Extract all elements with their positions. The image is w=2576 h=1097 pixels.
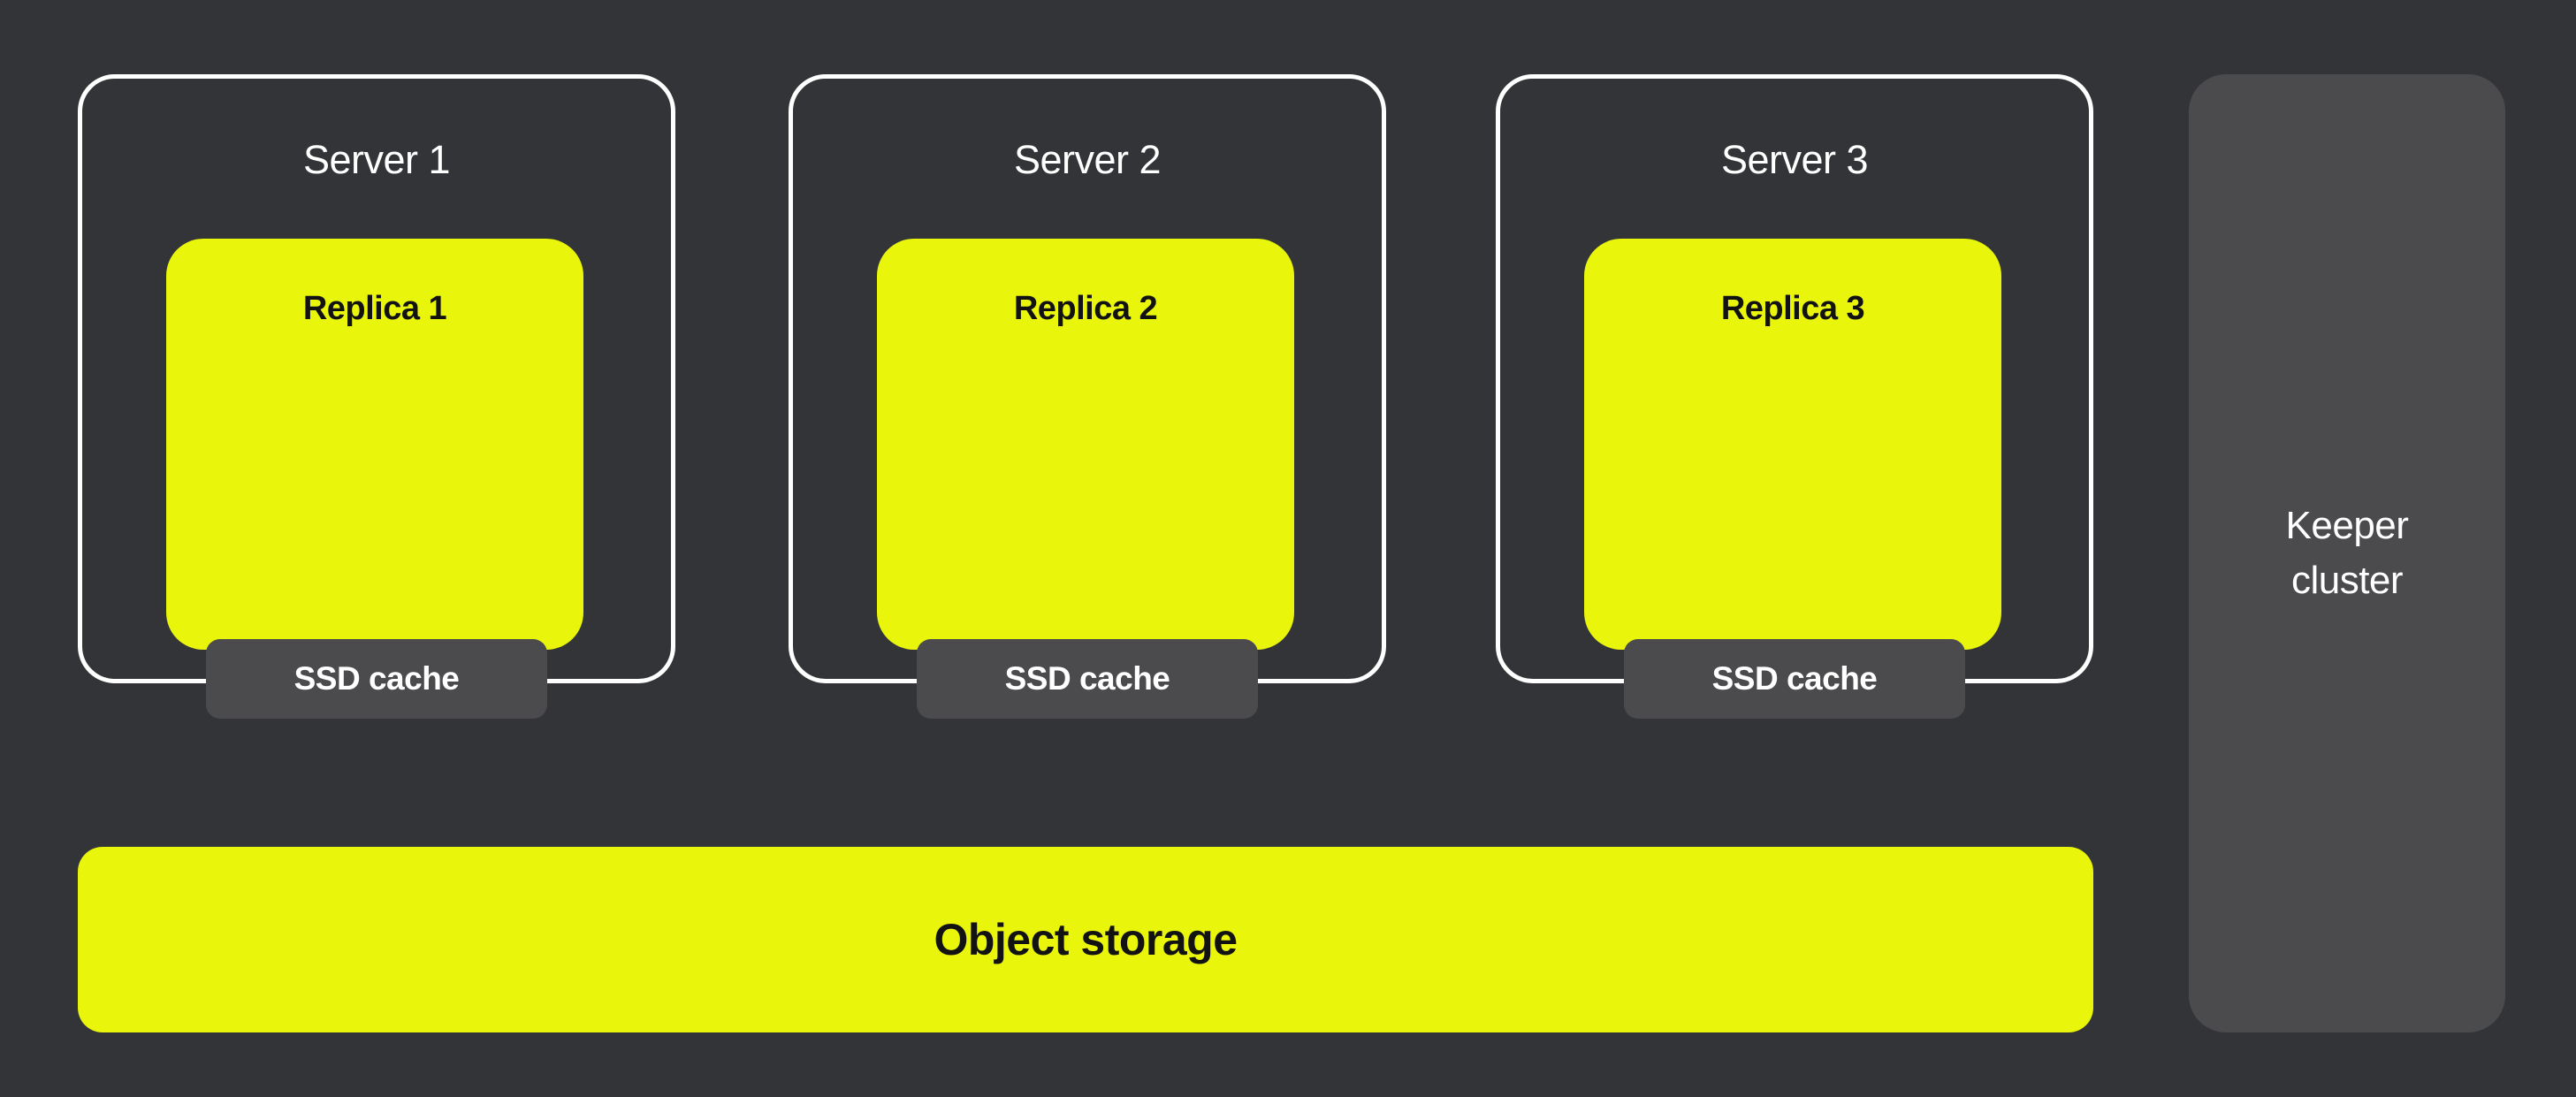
server-3-label: Server 3 — [1720, 137, 1869, 182]
replica-3-box: Replica 3 — [1584, 239, 2001, 650]
object-storage-bar: Object storage — [78, 847, 2093, 1032]
ssd-cache-3-pill: SSD cache — [1624, 639, 1965, 719]
server-2-label: Server 2 — [1013, 137, 1162, 182]
object-storage-label: Object storage — [934, 915, 1238, 964]
replica-3-label: Replica 3 — [1720, 290, 1865, 327]
keeper-cluster-box: Keeper cluster — [2189, 74, 2505, 1032]
ssd-cache-2-label: SSD cache — [1004, 660, 1170, 697]
ssd-cache-1-label: SSD cache — [293, 660, 460, 697]
replica-1-box: Replica 1 — [166, 239, 583, 650]
ssd-cache-3-label: SSD cache — [1711, 660, 1878, 697]
keeper-cluster-label: Keeper cluster — [2285, 503, 2409, 602]
ssd-cache-2-pill: SSD cache — [917, 639, 1258, 719]
replica-1-label: Replica 1 — [302, 290, 447, 327]
server-1-box: Server 1 Replica 1 SSD cache — [78, 74, 675, 719]
server-1-label: Server 1 — [302, 137, 451, 182]
replica-2-box: Replica 2 — [877, 239, 1294, 650]
replica-2-label: Replica 2 — [1013, 290, 1158, 327]
server-2-box: Server 2 Replica 2 SSD cache — [789, 74, 1386, 719]
server-3-box: Server 3 Replica 3 SSD cache — [1496, 74, 2093, 719]
ssd-cache-1-pill: SSD cache — [206, 639, 547, 719]
